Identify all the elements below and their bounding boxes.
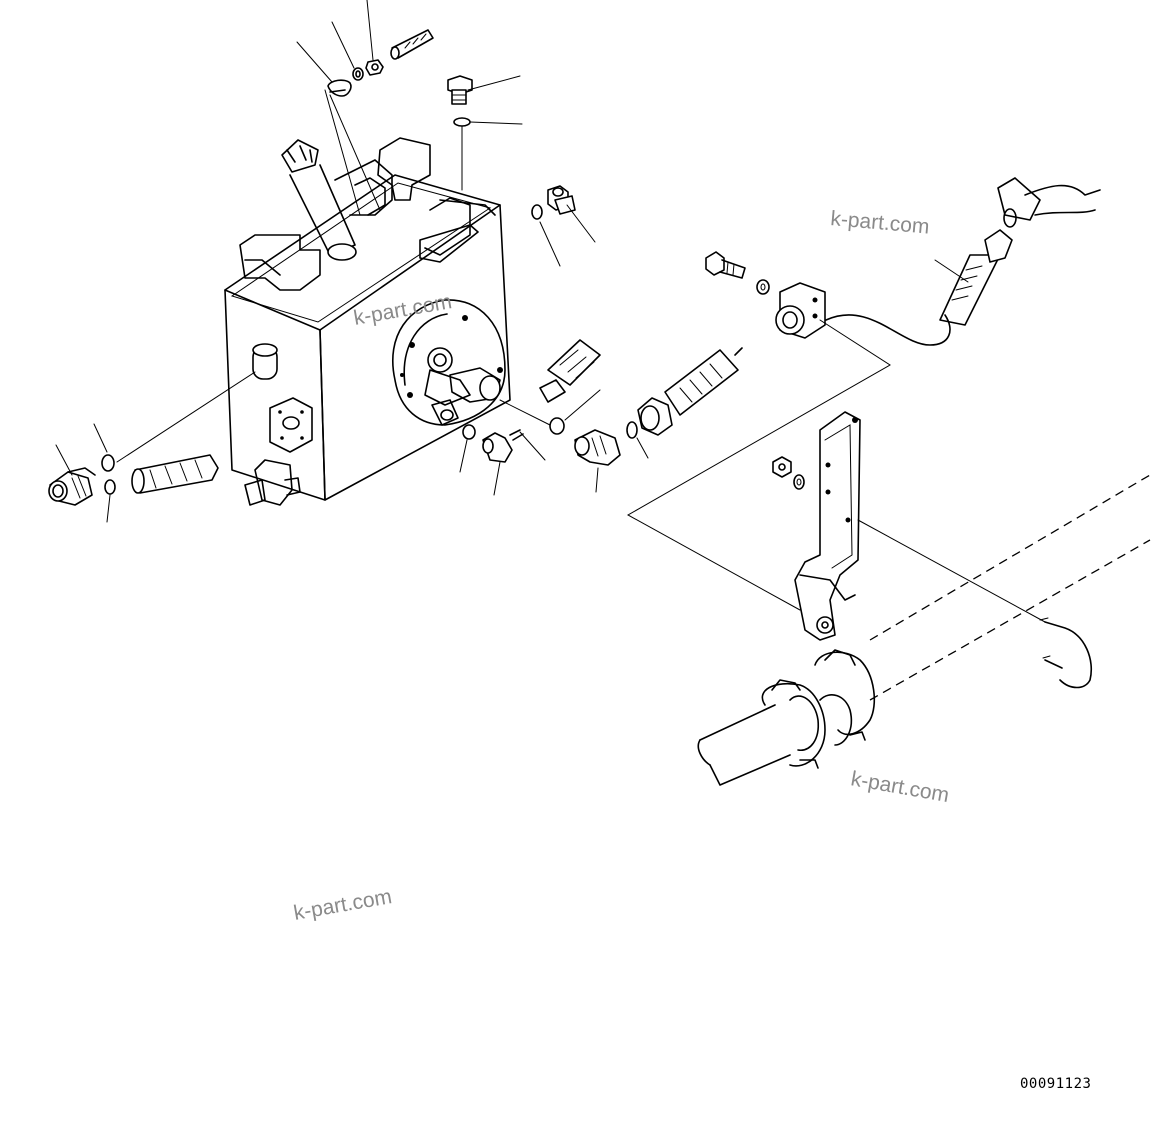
- top-brackets: [239, 137, 496, 291]
- drawing-code: 00091123: [1020, 1076, 1091, 1092]
- bracket-nut: [772, 456, 792, 478]
- mid-elbow: [574, 429, 621, 466]
- left-hose: [131, 454, 219, 494]
- frame-member: [697, 474, 1151, 786]
- tank-body: [224, 174, 511, 501]
- mounting-bracket: [794, 411, 861, 641]
- bracket-washer: [793, 474, 805, 490]
- plug-fitting-right: [547, 185, 576, 215]
- oring-top: [453, 117, 471, 127]
- watermark-2: k-part.com: [352, 290, 454, 330]
- watermark-4: k-part.com: [292, 885, 394, 925]
- split-flange-block: [775, 282, 826, 339]
- oring-right: [531, 204, 543, 220]
- nut-small: [365, 59, 384, 76]
- mid-oring-2: [462, 424, 476, 440]
- pipe-clamps: [761, 649, 876, 769]
- watermark-1: k-part.com: [830, 207, 931, 239]
- clip-part: [327, 79, 352, 97]
- washer-small: [352, 67, 364, 81]
- upper-hose-line: [825, 177, 1101, 346]
- filler-neck: [281, 139, 357, 261]
- leader-lines: [55, 0, 969, 523]
- mid-oring-3: [626, 421, 638, 439]
- u-bolt: [1039, 617, 1092, 689]
- mid-connector: [482, 429, 524, 463]
- mid-oring-1: [549, 417, 565, 435]
- drain-fitting: [244, 459, 301, 506]
- tank-ports: [252, 343, 313, 453]
- left-elbow-fitting: [48, 467, 96, 506]
- suction-hose-small: [539, 339, 601, 403]
- reference-lines: [626, 319, 1046, 623]
- right-bolt: [705, 251, 746, 279]
- main-hose: [637, 347, 743, 436]
- breather-plug: [447, 75, 473, 105]
- spacer-tube-top: [390, 29, 434, 60]
- right-washer: [756, 279, 770, 295]
- left-orings: [101, 454, 116, 495]
- watermark-3: k-part.com: [849, 767, 951, 807]
- strainer-flange: [392, 299, 506, 426]
